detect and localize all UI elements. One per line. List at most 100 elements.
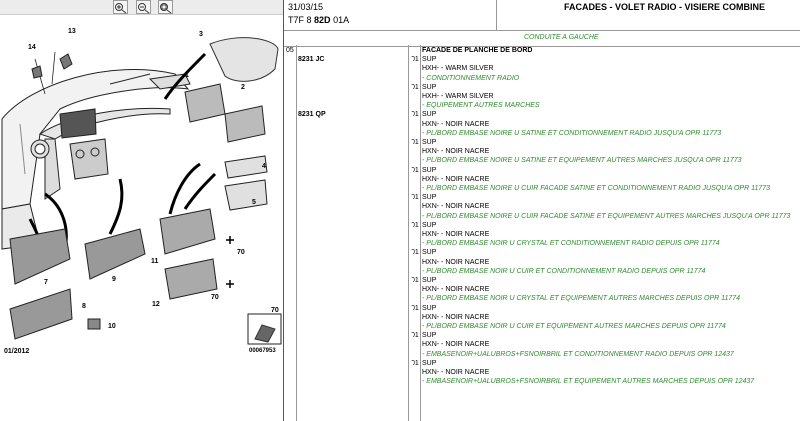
cell-c4: - PL/BORD EMBASE NOIRE U CUIR FACADE SAT…: [422, 212, 791, 220]
table-row[interactable]: HXN- - NOIR NACRE: [284, 314, 800, 323]
table-row[interactable]: - PL/BORD EMBASE NOIR U CRYSTAL ET CONDI…: [284, 240, 800, 249]
cell-c4: SUP: [422, 277, 437, 284]
subheader-label: CONDUITE A GAUCHE: [524, 34, 599, 41]
zoom-out-icon[interactable]: [136, 0, 151, 14]
table-row[interactable]: HXN- - NOIR NACRE: [284, 148, 800, 157]
table-row[interactable]: HXN- - NOIR NACRE: [284, 121, 800, 130]
cell-c4: SUP: [422, 139, 437, 146]
table-row[interactable]: HXN- - NOIR NACRE: [284, 286, 800, 295]
cell-c4: HXN- - NOIR NACRE: [422, 369, 490, 376]
table-row[interactable]: - PL/BORD EMBASE NOIRE U SATINE ET CONDI…: [284, 130, 800, 139]
select-checkbox[interactable]: [410, 250, 413, 256]
column-divider: [296, 45, 297, 421]
cell-c2: 8231 JC: [298, 56, 325, 64]
cell-c4: SUP: [422, 249, 437, 257]
callout-11: 11: [151, 258, 159, 265]
cell-c4: - EMBASENOIR+UALUBROS+FSNOIRBRIL ET EQUI…: [422, 378, 755, 386]
table-row[interactable]: - PL/BORD EMBASE NOIR U CUIR ET CONDITIO…: [284, 268, 800, 277]
table-row[interactable]: HXH- - WARM SILVER: [284, 93, 800, 102]
select-checkbox[interactable]: [410, 333, 413, 339]
callout-10: 10: [108, 323, 116, 330]
select-checkbox[interactable]: [410, 278, 413, 283]
callout-9: 9: [112, 276, 116, 283]
cell-c3: 01: [411, 56, 419, 64]
parts-list-pane: 31/03/15 T7F 8 82D 01A FACADES - VOLET R…: [284, 0, 800, 421]
cell-c4: HXN- - NOIR NACRE: [422, 258, 490, 266]
callout-13: 13: [68, 28, 76, 35]
cell-c4: - PL/BORD EMBASE NOIRE U CUIR FACADE SAT…: [422, 185, 771, 192]
table-row[interactable]: - PL/BORD EMBASE NOIRE U SATINE ET EQUIP…: [284, 157, 800, 166]
parts-diagram: 1 2 3 4 5 7 8 9 10 11 12 13 14 70 70 70: [1, 28, 282, 345]
cell-c4: SUP: [422, 194, 437, 202]
callout-7: 7: [44, 279, 48, 286]
cell-c3: 01: [411, 166, 419, 174]
cell-c4: SUP: [422, 304, 437, 312]
table-row[interactable]: - PL/BORD EMBASE NOIRE U CUIR FACADE SAT…: [284, 185, 800, 194]
callout-1: 1: [185, 72, 189, 79]
cell-c2: 8231 QP: [298, 111, 326, 119]
table-row[interactable]: HXN- - NOIR NACRE: [284, 259, 800, 268]
select-checkbox[interactable]: [410, 167, 413, 173]
table-row[interactable]: - PL/BORD EMBASE NOIR U CRYSTAL ET EQUIP…: [284, 295, 800, 304]
cell-c1: 05: [286, 47, 294, 54]
cell-c3: 01: [411, 304, 419, 312]
table-row[interactable]: - EMBASENOIR+UALUBROS+FSNOIRBRIL ET EQUI…: [284, 378, 800, 387]
diagram-date: 01/2012: [4, 348, 30, 355]
select-checkbox[interactable]: [410, 222, 413, 228]
select-checkbox[interactable]: [410, 57, 413, 63]
select-checkbox[interactable]: [410, 112, 413, 118]
select-checkbox[interactable]: [410, 195, 413, 201]
cell-c3: 01: [411, 139, 419, 146]
table-row[interactable]: - PL/BORD EMBASE NOIRE U CUIR FACADE SAT…: [284, 213, 800, 222]
cell-c4: HXN- - NOIR NACRE: [422, 175, 490, 183]
table-row[interactable]: HXH- - WARM SILVER: [284, 65, 800, 74]
cell-c4: - PL/BORD EMBASE NOIR U CRYSTAL ET EQUIP…: [422, 295, 741, 303]
select-checkbox[interactable]: [410, 84, 413, 90]
leader-lines: [28, 52, 217, 250]
cell-c4: - PL/BORD EMBASE NOIR U CRYSTAL ET CONDI…: [422, 240, 720, 248]
select-checkbox[interactable]: [410, 305, 413, 311]
table-row[interactable]: - EMBASENOIR+UALUBROS+FSNOIRBRIL ET COND…: [284, 351, 800, 360]
zoom-in-icon[interactable]: [113, 0, 128, 14]
cell-c3: 01: [411, 194, 419, 202]
cell-c4: - PL/BORD EMBASE NOIRE U SATINE ET EQUIP…: [422, 157, 742, 165]
table-row[interactable]: - PL/BORD EMBASE NOIR U CUIR ET EQUIPEME…: [284, 323, 800, 332]
cell-c4: HXN- - NOIR NACRE: [422, 148, 490, 156]
table-row[interactable]: - EQUIPEMENT AUTRES MARCHES: [284, 102, 800, 111]
table-row[interactable]: HXN- - NOIR NACRE: [284, 341, 800, 350]
callout-70b: 70: [211, 294, 219, 301]
zoom-fit-icon[interactable]: [158, 0, 173, 14]
cell-c4: - CONDITIONNEMENT RADIO: [422, 74, 520, 82]
cell-c4: HXN- - NOIR NACRE: [422, 203, 490, 211]
cell-c4: - PL/BORD EMBASE NOIR U CUIR ET CONDITIO…: [422, 267, 706, 275]
select-checkbox[interactable]: [410, 360, 413, 366]
table-row[interactable]: HXN- - NOIR NACRE: [284, 203, 800, 212]
table-row[interactable]: HXN- - NOIR NACRE: [284, 231, 800, 240]
table-row[interactable]: HXN- - NOIR NACRE: [284, 369, 800, 378]
cell-c3: 01: [411, 111, 419, 119]
cell-c4: HXN- - NOIR NACRE: [422, 120, 490, 128]
table-row[interactable]: - CONDITIONNEMENT RADIO: [284, 75, 800, 84]
cell-c4: SUP: [422, 221, 437, 229]
cell-c4: SUP: [422, 56, 437, 64]
header-code: T7F 8 82D 01A: [288, 15, 350, 25]
callout-3: 3: [199, 31, 203, 38]
cell-c4: - PL/BORD EMBASE NOIRE U SATINE ET CONDI…: [422, 129, 722, 137]
table-row[interactable]: HXN- - NOIR NACRE: [284, 176, 800, 185]
select-checkbox[interactable]: [410, 140, 413, 145]
pane-divider[interactable]: [283, 0, 284, 421]
cell-c3: 01: [411, 249, 419, 257]
